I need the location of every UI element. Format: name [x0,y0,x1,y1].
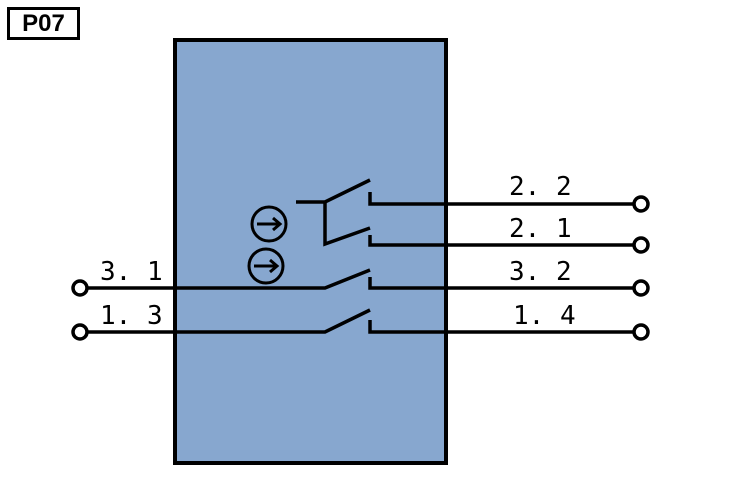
page-label: P07 [7,7,80,40]
terminal-label-1-3: 1. 3 [100,301,163,331]
terminal-3-2-circle [632,279,650,297]
contact-3-1-3-2 [87,268,635,290]
contact-2-1 [323,202,635,247]
terminal-label-2-2: 2. 2 [509,172,572,202]
terminal-label-3-1: 3. 1 [100,257,163,287]
terminal-label-2-1: 2. 1 [509,214,572,244]
terminal-2-1-circle [632,236,650,254]
arrow-right-circle-icon [250,205,288,243]
terminal-label-3-2: 3. 2 [509,257,572,287]
terminal-2-2-circle [632,195,650,213]
terminal-3-1-circle [71,279,89,297]
terminal-1-3-circle [71,323,89,341]
contact-1-3-1-4 [87,308,635,334]
terminal-label-1-4: 1. 4 [513,301,576,331]
arrow-right-circle-icon [247,247,285,285]
terminal-1-4-circle [632,323,650,341]
switch-housing [173,38,448,465]
